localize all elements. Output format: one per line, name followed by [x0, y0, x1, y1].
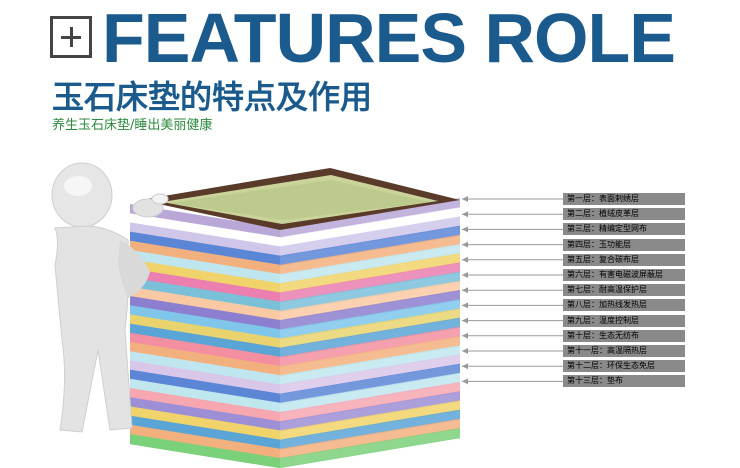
- arrow-icon: [462, 317, 468, 324]
- tagline: 养生玉石床垫/睡出美丽健康: [52, 118, 213, 133]
- layer-side-left: [130, 277, 280, 312]
- arrow-icon: [462, 287, 468, 294]
- layer-side-right: [280, 234, 460, 275]
- layer-side-right: [280, 244, 460, 285]
- layer-side-right: [280, 317, 460, 358]
- layer-side-right: [280, 382, 460, 423]
- layer-side-left: [130, 286, 280, 321]
- layer-side-left: [130, 332, 280, 367]
- layer-label: 第五层：复合碳布层: [563, 253, 685, 266]
- layer-side-right: [280, 354, 460, 395]
- layer-label: 第三层：精编定型网布: [563, 223, 685, 236]
- arrow-icon: [462, 196, 468, 202]
- arrow-icon: [462, 226, 468, 233]
- layer-side-right: [280, 326, 460, 367]
- layer-label: 第十层：生态无纺布: [563, 329, 685, 342]
- layer-label: 第六层：有害电磁波屏蔽层: [563, 269, 685, 281]
- arrow-icon: [462, 256, 468, 263]
- layer-side-right: [280, 271, 460, 312]
- layer-side-right: [280, 363, 460, 404]
- layer-side-left: [130, 222, 280, 257]
- layer-side-right: [280, 409, 460, 450]
- layer-side-right: [280, 391, 460, 432]
- layer-side-right: [280, 207, 460, 248]
- layer-label: 第一层：表面剌绣层: [563, 193, 685, 205]
- layer-label: 第九层：温度控制层: [563, 314, 685, 327]
- arrow-icon: [462, 363, 468, 370]
- layer-side-right: [280, 336, 460, 377]
- layer-side-right: [280, 418, 460, 459]
- layer-side-left: [130, 314, 280, 349]
- layer-side-left: [130, 204, 280, 239]
- layer-side-right: [280, 225, 460, 266]
- person-figure-icon: [51, 162, 169, 433]
- layer-side-right: [280, 345, 460, 386]
- layer-side-left: [130, 360, 280, 395]
- layer-side-right: [280, 372, 460, 413]
- layer-label: 第十二层：环保生态免层: [563, 360, 685, 373]
- arrow-icon: [462, 332, 468, 339]
- layer-side-left: [130, 369, 280, 404]
- layer-side-left: [130, 434, 280, 468]
- layer-side-right: [280, 262, 460, 303]
- layer-side-right: [280, 198, 460, 239]
- layer-side-left: [130, 415, 280, 450]
- layer-side-left: [130, 351, 280, 386]
- layer-side-right: [280, 290, 460, 331]
- layer-side-left: [130, 259, 280, 294]
- layer-side-right: [280, 400, 460, 441]
- layer-side-left: [130, 406, 280, 441]
- layer-side-left: [130, 388, 280, 423]
- layer-side-left: [130, 305, 280, 340]
- mattress-top: [140, 168, 460, 230]
- layer-side-left: [130, 240, 280, 275]
- headline-cn: 玉石床垫的特点及作用: [52, 78, 373, 116]
- layer-side-right: [280, 253, 460, 294]
- layer-side-left: [130, 397, 280, 432]
- layer-side-left: [130, 213, 280, 248]
- arrow-icon: [462, 272, 468, 278]
- layer-side-left: [130, 296, 280, 331]
- layer-label: 第二层：植绒皮革层: [563, 208, 685, 221]
- layer-side-left: [130, 378, 280, 413]
- layer-label: 第十三层：垫布: [563, 375, 685, 388]
- layer-side-right: [280, 280, 460, 321]
- layer-side-right: [280, 216, 460, 257]
- arrow-icon: [462, 348, 468, 354]
- layer-side-right: [280, 308, 460, 349]
- layer-label: 第四层：玉功能层: [563, 238, 685, 251]
- layer-label: 第十一层：高温隔热层: [563, 345, 685, 357]
- layer-side-left: [130, 323, 280, 358]
- layer-side-left: [130, 342, 280, 377]
- arrow-icon: [462, 241, 468, 248]
- layer-side-left: [130, 250, 280, 285]
- layer-side-left: [130, 268, 280, 303]
- layer-side-right: [280, 299, 460, 340]
- layer-label: 第七层：耐高温保护层: [563, 284, 685, 297]
- arrow-icon: [462, 211, 468, 218]
- layer-side-left: [130, 424, 280, 459]
- plus-icon-box: [50, 16, 92, 58]
- headline-en: FEATURES ROLE: [102, 0, 676, 77]
- layer-label: 第八层：加热线发热层: [563, 299, 685, 312]
- layer-side-left: [130, 231, 280, 266]
- layer-side-right: [280, 428, 460, 468]
- layer-pointers: [462, 196, 563, 385]
- arrow-icon: [462, 302, 468, 309]
- arrow-icon: [462, 378, 468, 385]
